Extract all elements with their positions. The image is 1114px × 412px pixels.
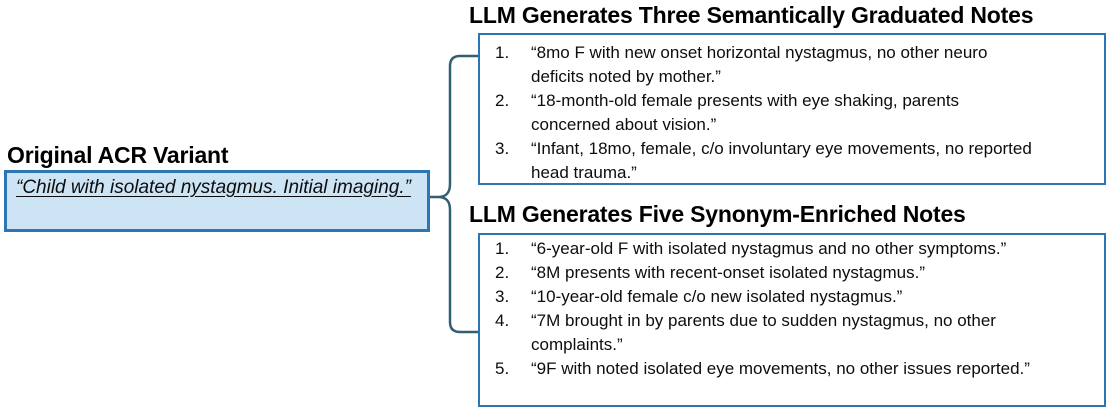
graduated-notes-box: 1. “8mo F with new onset horizontal nyst… xyxy=(478,33,1106,185)
note-number: 4. xyxy=(495,311,510,330)
note-item: 4. “7M brought in by parents due to sudd… xyxy=(480,309,1104,357)
note-number: 1. xyxy=(495,43,510,62)
note-number: 3. xyxy=(495,287,510,306)
note-item: 1. “8mo F with new onset horizontal nyst… xyxy=(480,41,1104,89)
original-variant-box: “Child with isolated nystagmus. Initial … xyxy=(4,170,430,232)
note-text: “Infant, 18mo, female, c/o involuntary e… xyxy=(531,139,1032,182)
graduated-notes-title: LLM Generates Three Semantically Graduat… xyxy=(469,2,1034,28)
note-number: 5. xyxy=(495,359,510,378)
note-item: 2. “8M presents with recent-onset isolat… xyxy=(480,261,1104,285)
note-text: “9F with noted isolated eye movements, n… xyxy=(531,359,1030,378)
original-variant-heading: Original ACR Variant xyxy=(7,142,229,168)
note-text: “6-year-old F with isolated nystagmus an… xyxy=(531,239,1007,258)
note-item: 2. “18-month-old female presents with ey… xyxy=(480,89,1104,137)
note-item: 1. “6-year-old F with isolated nystagmus… xyxy=(480,237,1104,261)
original-variant-quote: “Child with isolated nystagmus. Initial … xyxy=(16,177,411,198)
note-text: “7M brought in by parents due to sudden … xyxy=(531,311,996,354)
synonym-notes-box: 1. “6-year-old F with isolated nystagmus… xyxy=(478,233,1106,407)
note-text: “8mo F with new onset horizontal nystagm… xyxy=(531,43,988,86)
note-number: 3. xyxy=(495,139,510,158)
note-number: 1. xyxy=(495,239,510,258)
note-item: 5. “9F with noted isolated eye movements… xyxy=(480,357,1104,381)
note-text: “10-year-old female c/o new isolated nys… xyxy=(531,287,903,306)
note-item: 3. “Infant, 18mo, female, c/o involuntar… xyxy=(480,137,1104,185)
note-text: “18-month-old female presents with eye s… xyxy=(531,91,960,134)
note-number: 2. xyxy=(495,91,510,110)
brace-connector xyxy=(430,54,478,334)
note-number: 2. xyxy=(495,263,510,282)
note-text: “8M presents with recent-onset isolated … xyxy=(531,263,926,282)
note-item: 3. “10-year-old female c/o new isolated … xyxy=(480,285,1104,309)
synonym-notes-title: LLM Generates Five Synonym-Enriched Note… xyxy=(469,201,966,227)
